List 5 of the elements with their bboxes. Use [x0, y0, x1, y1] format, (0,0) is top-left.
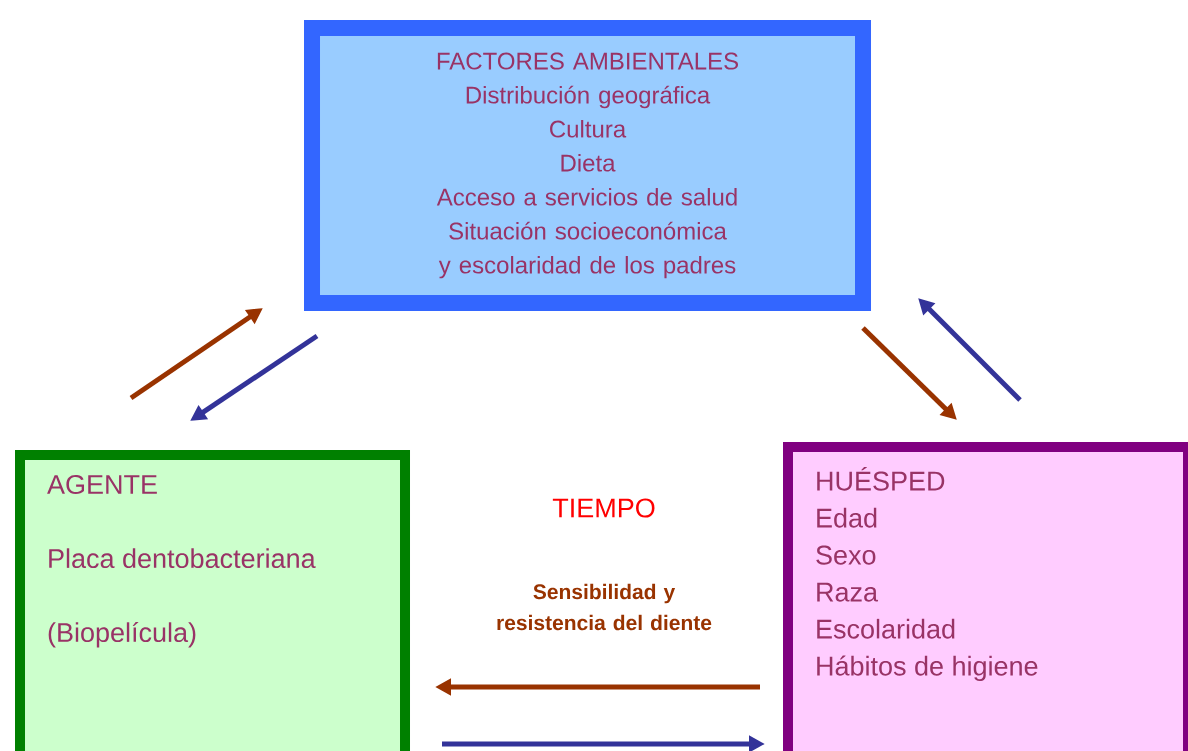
agent-box: AGENTE Placa dentobacteriana (Biopelícula) — [15, 450, 410, 751]
note-text: Sensibilidad y resistencia del diente — [497, 583, 712, 631]
host-box: HUÉSPED Edad Sexo Raza Escolaridad Hábitos de higiene — [783, 442, 1188, 751]
factor-box: FACTORES AMBIENTALES Distribución geográfica Cultura Dieta Acceso a servicios de salud Situación socioeconómica y escolaridad de los padres — [304, 20, 871, 311]
time-label: TIEMPO — [552, 498, 655, 518]
